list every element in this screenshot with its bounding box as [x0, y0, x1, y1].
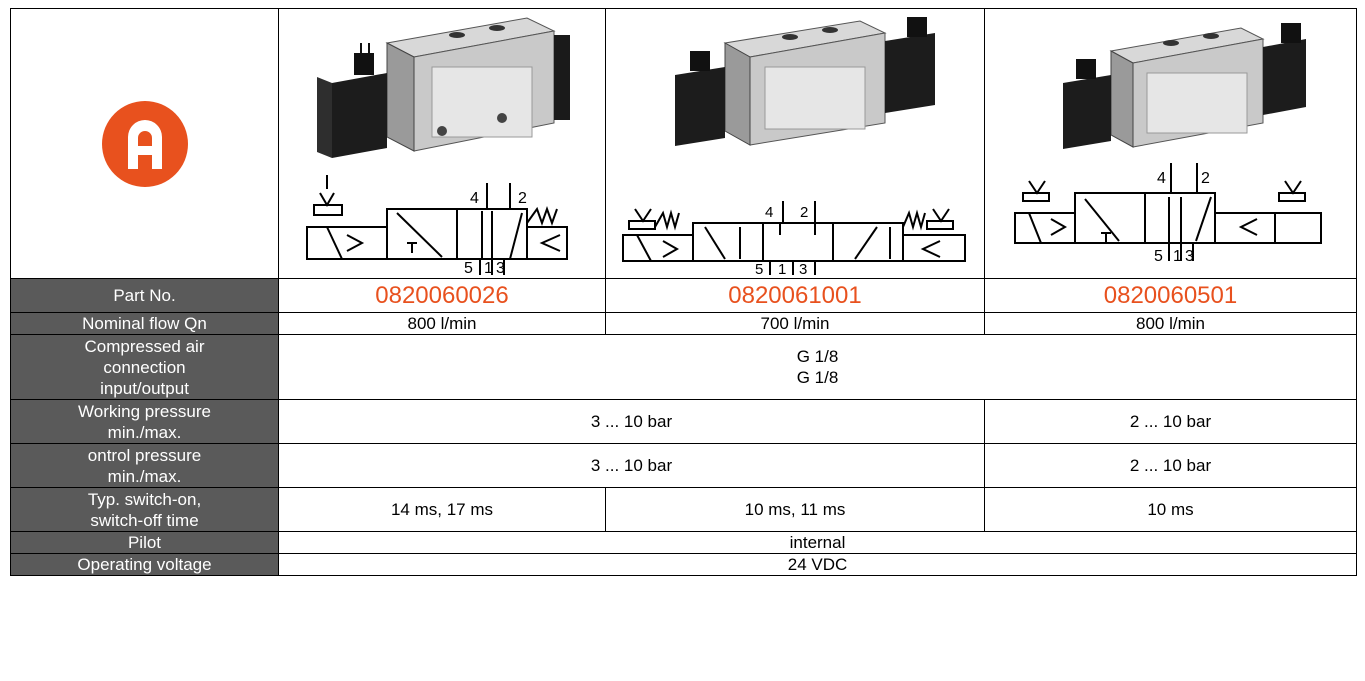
label-connection: Compressed air connection input/output [10, 334, 279, 400]
symbol-port-3: 3 [496, 260, 505, 275]
switch-time-3: 10 ms [984, 487, 1357, 532]
symbol-port-3: 3 [799, 261, 807, 275]
row-switch-time: Typ. switch-on, switch-off time 14 ms, 1… [10, 487, 1357, 532]
product-image-cell-3: 4 2 5 1 3 [984, 8, 1357, 279]
symbol-port-5: 5 [1154, 248, 1163, 265]
logo-cell [10, 8, 279, 279]
valve-product-image-1: 4 2 5 1 3 [306, 16, 570, 275]
label-connection-line-3: input/output [100, 378, 189, 398]
label-control-pressure-line-2: min./max. [107, 466, 182, 486]
control-pressure-3: 2 ... 10 bar [984, 443, 1357, 488]
label-voltage: Operating voltage [10, 553, 279, 576]
valve-product-image-3: 4 2 5 1 3 [1013, 22, 1322, 265]
label-working-pressure-line-2: min./max. [107, 422, 182, 442]
row-connection: Compressed air connection input/output G… [10, 334, 1357, 400]
working-pressure-3: 2 ... 10 bar [984, 399, 1357, 444]
nominal-flow-3: 800 l/min [984, 312, 1357, 335]
label-working-pressure: Working pressure min./max. [10, 399, 279, 444]
symbol-port-5: 5 [464, 260, 473, 275]
label-control-pressure-line-1: ontrol pressure [87, 445, 202, 465]
symbol-port-4: 4 [1157, 170, 1166, 187]
spec-table: 4 2 5 1 3 [10, 8, 1357, 576]
switch-time-1: 14 ms, 17 ms [278, 487, 606, 532]
image-row: 4 2 5 1 3 [10, 8, 1357, 279]
symbol-port-2: 2 [1201, 170, 1210, 187]
symbol-port-2: 2 [518, 190, 527, 207]
voltage-value: 24 VDC [278, 553, 1357, 576]
brand-logo-icon [101, 100, 188, 187]
label-control-pressure: ontrol pressure min./max. [10, 443, 279, 488]
label-switch-time-line-1: Typ. switch-on, [87, 489, 202, 509]
label-switch-time-line-2: switch-off time [90, 510, 199, 530]
label-connection-line-2: connection [103, 357, 186, 377]
label-switch-time: Typ. switch-on, switch-off time [10, 487, 279, 532]
product-image-cell-2: 4 2 5 1 3 [605, 8, 985, 279]
symbol-port-1: 1 [484, 260, 493, 275]
valve-product-image-2: 4 2 5 1 3 [622, 16, 966, 275]
product-image-cell-1: 4 2 5 1 3 [278, 8, 606, 279]
connection-output: G 1/8 [796, 368, 839, 387]
row-control-pressure: ontrol pressure min./max. 3 ... 10 bar 2… [10, 443, 1357, 488]
label-pilot: Pilot [10, 531, 279, 554]
symbol-port-4: 4 [470, 190, 479, 207]
row-nominal-flow: Nominal flow Qn 800 l/min 700 l/min 800 … [10, 312, 1357, 335]
nominal-flow-1: 800 l/min [278, 312, 606, 335]
part-no-1: 0820060026 [278, 278, 606, 313]
row-working-pressure: Working pressure min./max. 3 ... 10 bar … [10, 399, 1357, 444]
connection-value: G 1/8 G 1/8 [278, 334, 1357, 400]
row-part-no: Part No. 0820060026 0820061001 082006050… [10, 278, 1357, 313]
switch-time-2: 10 ms, 11 ms [605, 487, 985, 532]
connection-input: G 1/8 [796, 347, 839, 366]
symbol-port-1: 1 [1173, 248, 1182, 265]
symbol-port-2: 2 [800, 204, 808, 221]
pilot-value: internal [278, 531, 1357, 554]
label-part-no: Part No. [10, 278, 279, 313]
part-no-2: 0820061001 [605, 278, 985, 313]
symbol-port-3: 3 [1185, 248, 1194, 265]
symbol-port-1: 1 [778, 261, 786, 275]
row-voltage: Operating voltage 24 VDC [10, 553, 1357, 576]
row-pilot: Pilot internal [10, 531, 1357, 554]
label-nominal-flow: Nominal flow Qn [10, 312, 279, 335]
symbol-port-5: 5 [755, 261, 763, 275]
part-no-3: 0820060501 [984, 278, 1357, 313]
label-connection-line-1: Compressed air [84, 336, 205, 356]
working-pressure-1-2: 3 ... 10 bar [278, 399, 985, 444]
label-working-pressure-line-1: Working pressure [78, 401, 211, 421]
nominal-flow-2: 700 l/min [605, 312, 985, 335]
control-pressure-1-2: 3 ... 10 bar [278, 443, 985, 488]
symbol-port-4: 4 [765, 204, 773, 221]
